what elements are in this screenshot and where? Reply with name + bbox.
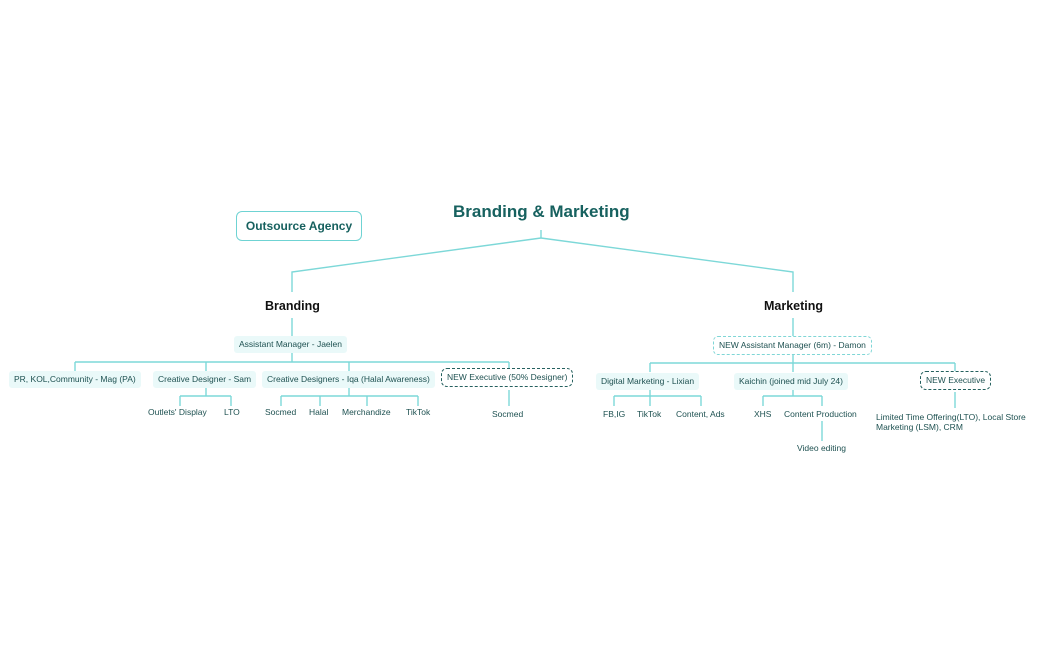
leaf-video-editing: Video editing <box>797 443 846 453</box>
diagram-title: Branding & Marketing <box>453 202 630 221</box>
marketing-node: Marketing <box>764 299 824 313</box>
branding-child-new-executive: NEW Executive (50% Designer) <box>441 368 574 387</box>
branding-child-creative-iqa: Creative Designers - Iqa (Halal Awarenes… <box>262 371 435 388</box>
marketing-manager-node: NEW Assistant Manager (6m) - Damon <box>713 336 872 355</box>
leaf-socmed-executive: Socmed <box>492 409 524 419</box>
leaf-outlets-display: Outlets' Display <box>148 407 207 417</box>
outsource-agency-node: Outsource Agency <box>236 211 362 241</box>
leaf-content-production: Content Production <box>784 409 857 419</box>
branding-child-pr-kol: PR, KOL,Community - Mag (PA) <box>9 371 141 388</box>
leaf-socmed: Socmed <box>265 407 297 417</box>
branding-node: Branding <box>265 299 320 313</box>
branding-child-creative-sam: Creative Designer - Sam <box>153 371 257 388</box>
marketing-child-kaichin: Kaichin (joined mid July 24) <box>734 373 848 390</box>
leaf-lto: LTO <box>224 407 240 417</box>
leaf-halal: Halal <box>309 407 329 417</box>
leaf-lto-lsm-crm: Limited Time Offering(LTO), Local Store … <box>876 412 1026 433</box>
leaf-xhs: XHS <box>754 409 772 419</box>
leaf-tiktok: TikTok <box>406 407 431 417</box>
branding-manager-node: Assistant Manager - Jaelen <box>234 336 347 353</box>
leaf-tiktok-marketing: TikTok <box>637 409 662 419</box>
leaf-content-ads: Content, Ads <box>676 409 725 419</box>
leaf-merchandize: Merchandize <box>342 407 391 417</box>
marketing-child-new-executive: NEW Executive <box>920 371 992 390</box>
marketing-child-digital: Digital Marketing - Lixian <box>596 373 700 390</box>
leaf-fb-ig: FB,IG <box>603 409 626 419</box>
